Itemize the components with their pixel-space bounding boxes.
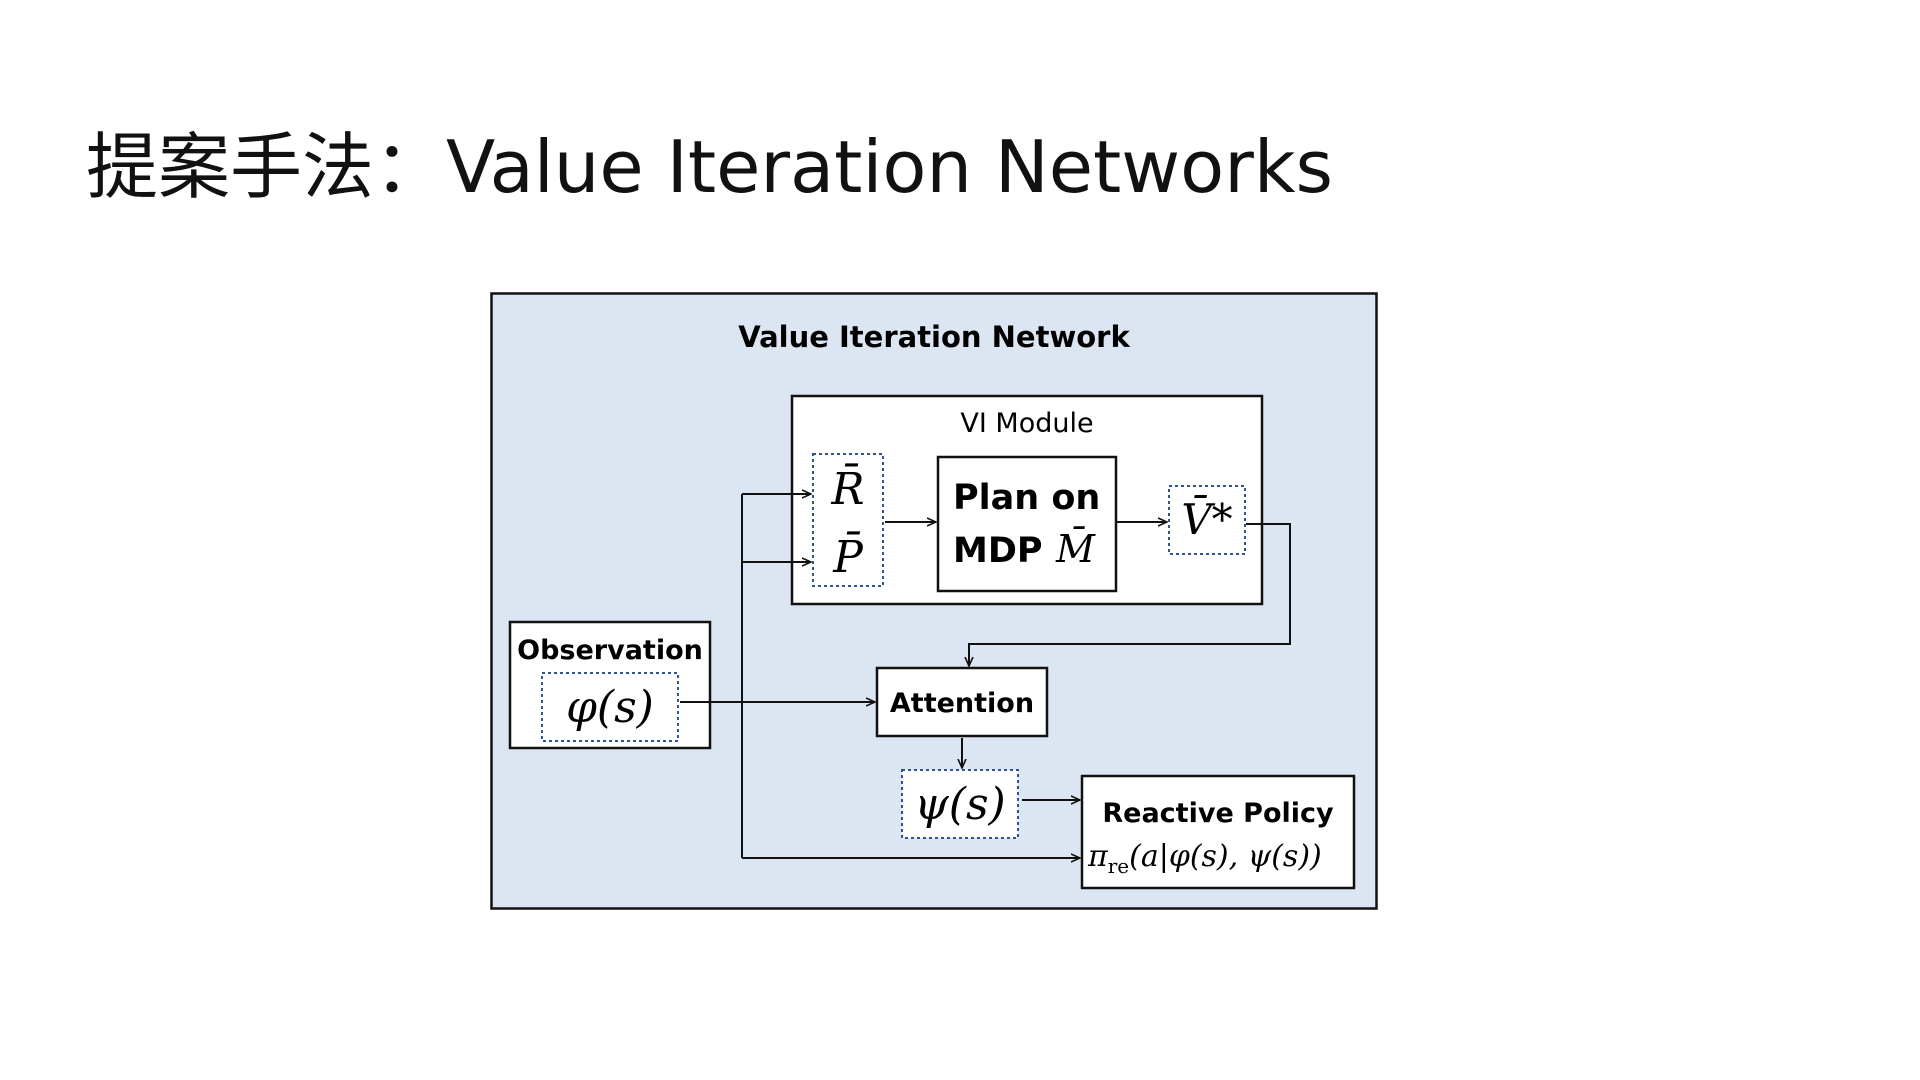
reactive-policy-label: Reactive Policy [1102, 798, 1334, 829]
pi-symbol: π [1087, 839, 1109, 874]
arrow-v-to-attention [969, 523, 1291, 666]
vin-diagram: Value Iteration Network VI Module R̄ P̄ … [490, 292, 1378, 910]
reactive-policy-box [1080, 774, 1356, 890]
psi-s: ψ(s) [914, 779, 1005, 830]
rp-dotted-box [812, 453, 884, 587]
vi-module-label: VI Module [960, 408, 1093, 439]
v-star-box [1168, 485, 1246, 555]
v-star: V̄* [1181, 493, 1232, 544]
plan-box [936, 455, 1118, 593]
plan-line1: Plan on [953, 478, 1100, 518]
attention-label: Attention [890, 688, 1034, 719]
pi-subscript: re [1108, 854, 1129, 878]
outer-title: Value Iteration Network [738, 320, 1130, 354]
observation-label: Observation [517, 635, 703, 666]
phi-dotted-box [541, 672, 679, 742]
psi-dotted-box [901, 769, 1019, 839]
plan-line2-math: M̄ [1055, 527, 1096, 571]
p-bar: P̄ [832, 530, 864, 583]
plan-line2-text: MDP [953, 531, 1043, 571]
phi-s: φ(s) [566, 682, 654, 733]
attention-box [875, 666, 1049, 738]
r-bar: R̄ [830, 462, 864, 515]
slide-title: 提案手法：Value Iteration Networks [86, 125, 1334, 209]
reactive-policy-formula: πre(a|φ(s), ψ(s)) [1087, 839, 1322, 878]
pi-args: (a|φ(s), ψ(s)) [1129, 839, 1322, 874]
vin-diagram-svg: Value Iteration Network VI Module R̄ P̄ … [490, 292, 1378, 910]
